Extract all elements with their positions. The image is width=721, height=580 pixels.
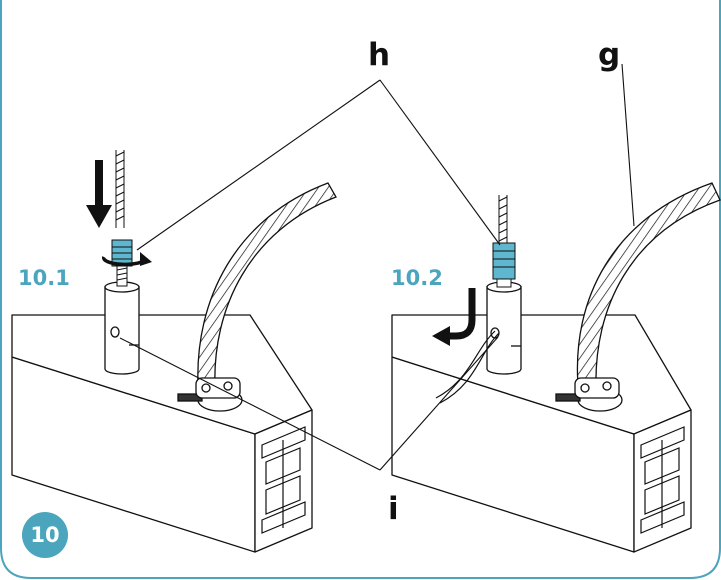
safety-wire xyxy=(435,330,500,404)
down-arrow-icon xyxy=(86,160,112,228)
leader-lines xyxy=(119,63,635,471)
step-number-badge: 10 xyxy=(22,512,68,558)
right-clamp xyxy=(555,377,623,412)
right-connector xyxy=(492,242,516,288)
step-label-2: 10.2 xyxy=(391,266,443,290)
right-wire xyxy=(498,195,508,243)
label-h: h xyxy=(368,37,391,73)
left-wire xyxy=(115,150,125,228)
bend-arrow-icon xyxy=(432,288,476,346)
left-threaded-pin xyxy=(116,265,128,287)
left-connector xyxy=(111,239,133,267)
label-i: i xyxy=(388,491,399,527)
left-suspension-cylinder xyxy=(104,281,140,375)
step-label-1: 10.1 xyxy=(18,266,70,290)
left-cable xyxy=(197,182,337,389)
left-profile-slots xyxy=(261,426,306,534)
label-g: g xyxy=(598,37,621,73)
right-suspension-cylinder xyxy=(486,281,522,375)
step-number: 10 xyxy=(30,523,60,547)
right-cable xyxy=(576,182,721,389)
rotate-arrow-icon xyxy=(102,252,152,267)
right-profile-slots xyxy=(640,426,685,534)
right-profile xyxy=(391,314,692,553)
